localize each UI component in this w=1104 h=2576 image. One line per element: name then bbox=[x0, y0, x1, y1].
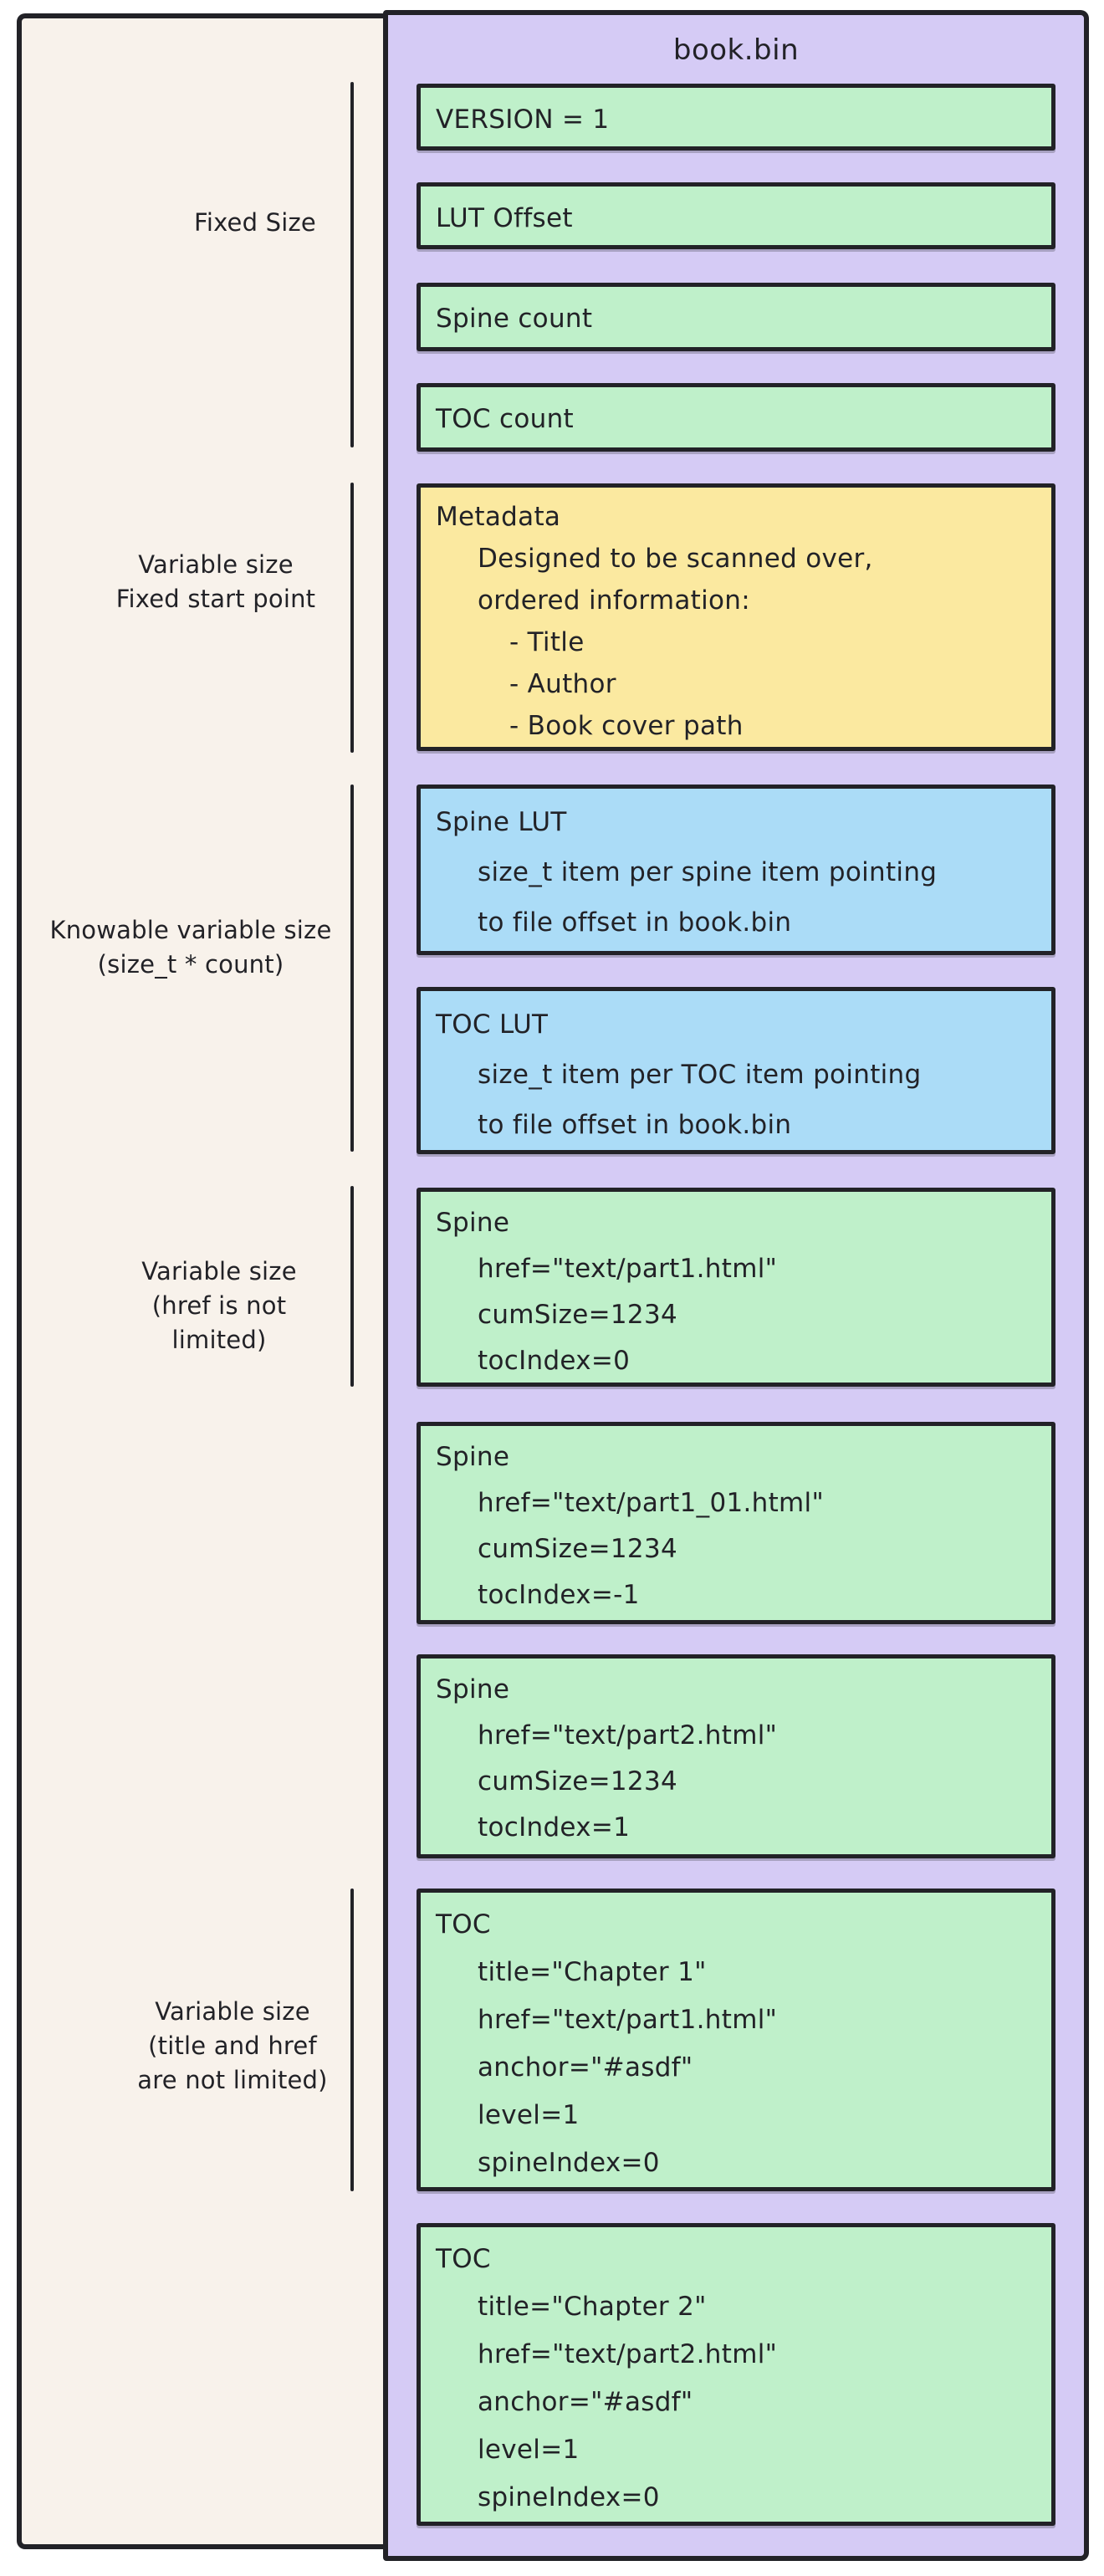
block-title: Spine bbox=[436, 1208, 510, 1238]
block-line: level=1 bbox=[478, 2435, 580, 2465]
block-line: spineIndex=0 bbox=[478, 2482, 660, 2512]
memory-block-toc-1: TOC title="Chapter 1" href="text/part1.h… bbox=[417, 1889, 1055, 2191]
memory-block-version: VERSION = 1 bbox=[417, 84, 1055, 151]
block-line: anchor="#asdf" bbox=[478, 2052, 693, 2083]
memory-block-spine-lut: Spine LUT size_t item per spine item poi… bbox=[417, 785, 1055, 955]
block-line: title="Chapter 2" bbox=[478, 2292, 707, 2322]
memory-block-toc-lut: TOC LUT size_t item per TOC item pointin… bbox=[417, 987, 1055, 1154]
size-label-line: (size_t * count) bbox=[97, 950, 284, 979]
size-label-line: Variable size bbox=[138, 550, 294, 579]
block-line: - Book cover path bbox=[509, 711, 744, 741]
file-title: book.bin bbox=[672, 33, 800, 67]
block-line: - Title bbox=[509, 627, 585, 657]
size-bracket-line-metadata bbox=[350, 483, 354, 753]
size-label-line: are not limited) bbox=[137, 2066, 328, 2094]
block-line: size_t item per TOC item pointing bbox=[478, 1060, 922, 1090]
block-line: href="text/part2.html" bbox=[478, 1720, 778, 1751]
block-line: tocIndex=1 bbox=[478, 1812, 631, 1843]
block-title: Spine count bbox=[436, 304, 593, 334]
size-label-spine: Variable size (href is not limited) bbox=[52, 1255, 386, 1357]
block-line: cumSize=1234 bbox=[478, 1534, 677, 1564]
size-label-line: Fixed Size bbox=[194, 208, 316, 237]
block-line: size_t item per spine item pointing bbox=[478, 857, 938, 887]
block-line: ordered information: bbox=[478, 585, 750, 616]
block-title: TOC count bbox=[436, 404, 574, 434]
block-title: LUT Offset bbox=[436, 203, 573, 233]
size-label-line: Fixed start point bbox=[115, 585, 316, 613]
size-annotation-panel bbox=[17, 13, 390, 2549]
memory-block-spine-1: Spine href="text/part1.html" cumSize=123… bbox=[417, 1188, 1055, 1387]
block-line: to file offset in book.bin bbox=[478, 907, 792, 938]
block-line: level=1 bbox=[478, 2100, 580, 2130]
block-line: title="Chapter 1" bbox=[478, 1957, 707, 1987]
size-label-luts: Knowable variable size (size_t * count) bbox=[23, 913, 358, 982]
block-line: spineIndex=0 bbox=[478, 2148, 660, 2178]
block-title: TOC LUT bbox=[436, 1009, 549, 1040]
block-title: Spine bbox=[436, 1442, 510, 1472]
size-bracket-line-spine bbox=[350, 1186, 354, 1387]
block-line: cumSize=1234 bbox=[478, 1300, 677, 1330]
block-line: cumSize=1234 bbox=[478, 1766, 677, 1797]
size-label-toc: Variable size (title and href are not li… bbox=[65, 1995, 400, 2098]
size-label-line: Knowable variable size bbox=[49, 916, 332, 944]
memory-block-spine-count: Spine count bbox=[417, 283, 1055, 351]
block-line: Designed to be scanned over, bbox=[478, 544, 873, 574]
size-bracket-line-luts bbox=[350, 785, 354, 1152]
block-line: - Author bbox=[509, 669, 616, 699]
size-label-fixed: Fixed Size bbox=[130, 206, 381, 240]
size-label-line: (href is not bbox=[151, 1291, 287, 1320]
size-label-line: limited) bbox=[171, 1326, 267, 1354]
block-line: href="text/part1.html" bbox=[478, 2005, 778, 2035]
memory-block-lut-offset: LUT Offset bbox=[417, 182, 1055, 249]
memory-block-spine-3: Spine href="text/part2.html" cumSize=123… bbox=[417, 1654, 1055, 1858]
block-title: Metadata bbox=[436, 502, 561, 532]
size-bracket-line-fixed bbox=[350, 82, 354, 447]
memory-block-toc-count: TOC count bbox=[417, 383, 1055, 452]
block-title: TOC bbox=[436, 2244, 491, 2274]
block-line: tocIndex=-1 bbox=[478, 1580, 640, 1610]
block-title: TOC bbox=[436, 1909, 491, 1940]
size-label-line: Variable size bbox=[141, 1257, 297, 1285]
block-title: Spine bbox=[436, 1674, 510, 1705]
block-line: href="text/part2.html" bbox=[478, 2339, 778, 2369]
memory-block-metadata: Metadata Designed to be scanned over, or… bbox=[417, 483, 1055, 751]
block-line: href="text/part1_01.html" bbox=[478, 1488, 825, 1518]
block-line: href="text/part1.html" bbox=[478, 1254, 778, 1284]
block-title: VERSION = 1 bbox=[436, 105, 610, 135]
block-title: Spine LUT bbox=[436, 807, 567, 837]
size-label-line: Variable size bbox=[155, 1997, 310, 2026]
size-bracket-line-toc bbox=[350, 1889, 354, 2191]
block-line: anchor="#asdf" bbox=[478, 2387, 693, 2417]
memory-block-spine-2: Spine href="text/part1_01.html" cumSize=… bbox=[417, 1422, 1055, 1624]
memory-block-toc-2: TOC title="Chapter 2" href="text/part2.h… bbox=[417, 2223, 1055, 2526]
block-line: tocIndex=0 bbox=[478, 1346, 631, 1376]
size-label-line: (title and href bbox=[148, 2032, 317, 2060]
block-line: to file offset in book.bin bbox=[478, 1110, 792, 1140]
size-label-metadata: Variable size Fixed start point bbox=[49, 548, 383, 616]
